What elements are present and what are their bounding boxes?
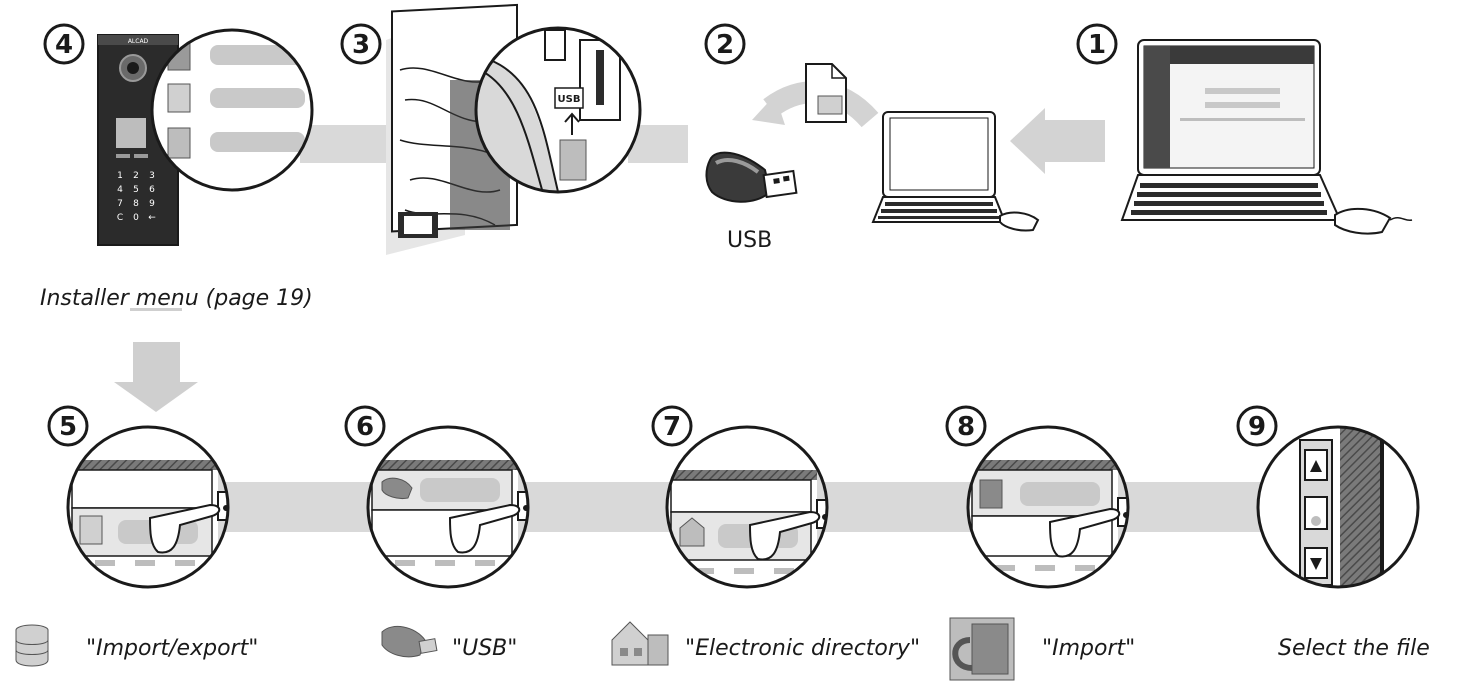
import-icon [949, 617, 1015, 681]
usb-stick-icon [705, 151, 798, 203]
step-8-number: 8 [957, 412, 975, 442]
keypad-key: 7 [117, 199, 123, 209]
step-5-number: 5 [59, 412, 77, 442]
keypad-key: C [117, 213, 123, 223]
down-arrow [114, 342, 198, 412]
magnifier-scrollbar [1258, 427, 1418, 587]
laptop-large-icon [1120, 39, 1413, 235]
step-4-number: 4 [55, 30, 73, 60]
installer-underline [130, 308, 182, 311]
keypad-key: ← [148, 213, 156, 223]
keypad-key: 3 [149, 171, 155, 181]
building-icon [611, 621, 669, 666]
step-2-badge [704, 23, 746, 65]
step-6-badge [344, 405, 386, 447]
magnifier-electronic-directory [667, 427, 827, 587]
database-icon [15, 624, 49, 667]
magnifier-ring-8 [966, 425, 1130, 589]
caption-select-file: Select the file [1278, 636, 1430, 661]
magnifier-ring-7 [665, 425, 829, 589]
magnifier-ring-6 [366, 425, 530, 589]
keypad-key: 2 [133, 171, 139, 181]
keypad-key: 8 [133, 199, 139, 209]
menu-magnifier [152, 30, 312, 190]
magnifier-import-export [68, 427, 228, 587]
keypad-key: 1 [117, 171, 123, 181]
scroll-up-icon [1310, 460, 1322, 472]
usb-port-label: USB [558, 94, 581, 105]
caption-electronic-directory: "Electronic directory" [685, 636, 921, 661]
keypad-key: 6 [149, 185, 155, 195]
step-9-number: 9 [1248, 412, 1266, 442]
step-6-number: 6 [356, 412, 374, 442]
laptop-small-icon [871, 111, 1040, 232]
door-entry-panel: ALCAD [97, 34, 179, 246]
keypad-key: 0 [133, 213, 139, 223]
installer-menu-label: Installer menu (page 19) [40, 286, 313, 311]
step-3-badge [340, 23, 382, 65]
keypad-key: 4 [117, 185, 123, 195]
caption-import: "Import" [1042, 636, 1136, 661]
scroll-thumb[interactable] [1304, 496, 1328, 530]
step-1-badge [1076, 23, 1118, 65]
step-1-number: 1 [1088, 30, 1106, 60]
arrow-laptop-to-usb-head [752, 95, 785, 125]
magnifier-ring-9 [1256, 425, 1420, 589]
panel-installation-illustration [386, 3, 518, 255]
magnifier-ring-3 [474, 26, 642, 194]
keypad-key: 9 [149, 199, 155, 209]
connector-band-4-3 [300, 125, 390, 163]
panel-brand: ALCAD [128, 38, 149, 45]
usb-device-label: USB [727, 228, 773, 253]
step-8-badge [945, 405, 987, 447]
arrow-1-to-2 [1010, 108, 1105, 174]
step-5-badge [47, 405, 89, 447]
caption-usb: "USB" [452, 636, 518, 661]
step-7-badge [651, 405, 693, 447]
file-icon [805, 63, 847, 123]
step-2-number: 2 [716, 30, 734, 60]
magnifier-import [968, 427, 1128, 587]
step-9-badge [1236, 405, 1278, 447]
magnifier-ring-5 [66, 425, 230, 589]
keypad-key: 5 [133, 185, 139, 195]
magnifier-ring-4 [150, 28, 314, 192]
step-4-badge [43, 23, 85, 65]
step-7-number: 7 [663, 412, 681, 442]
usb-stick-small-icon [381, 625, 438, 658]
scroll-down-icon [1310, 558, 1322, 570]
caption-import-export: "Import/export" [86, 636, 259, 661]
magnifier-usb [368, 427, 528, 587]
step-3-number: 3 [352, 30, 370, 60]
